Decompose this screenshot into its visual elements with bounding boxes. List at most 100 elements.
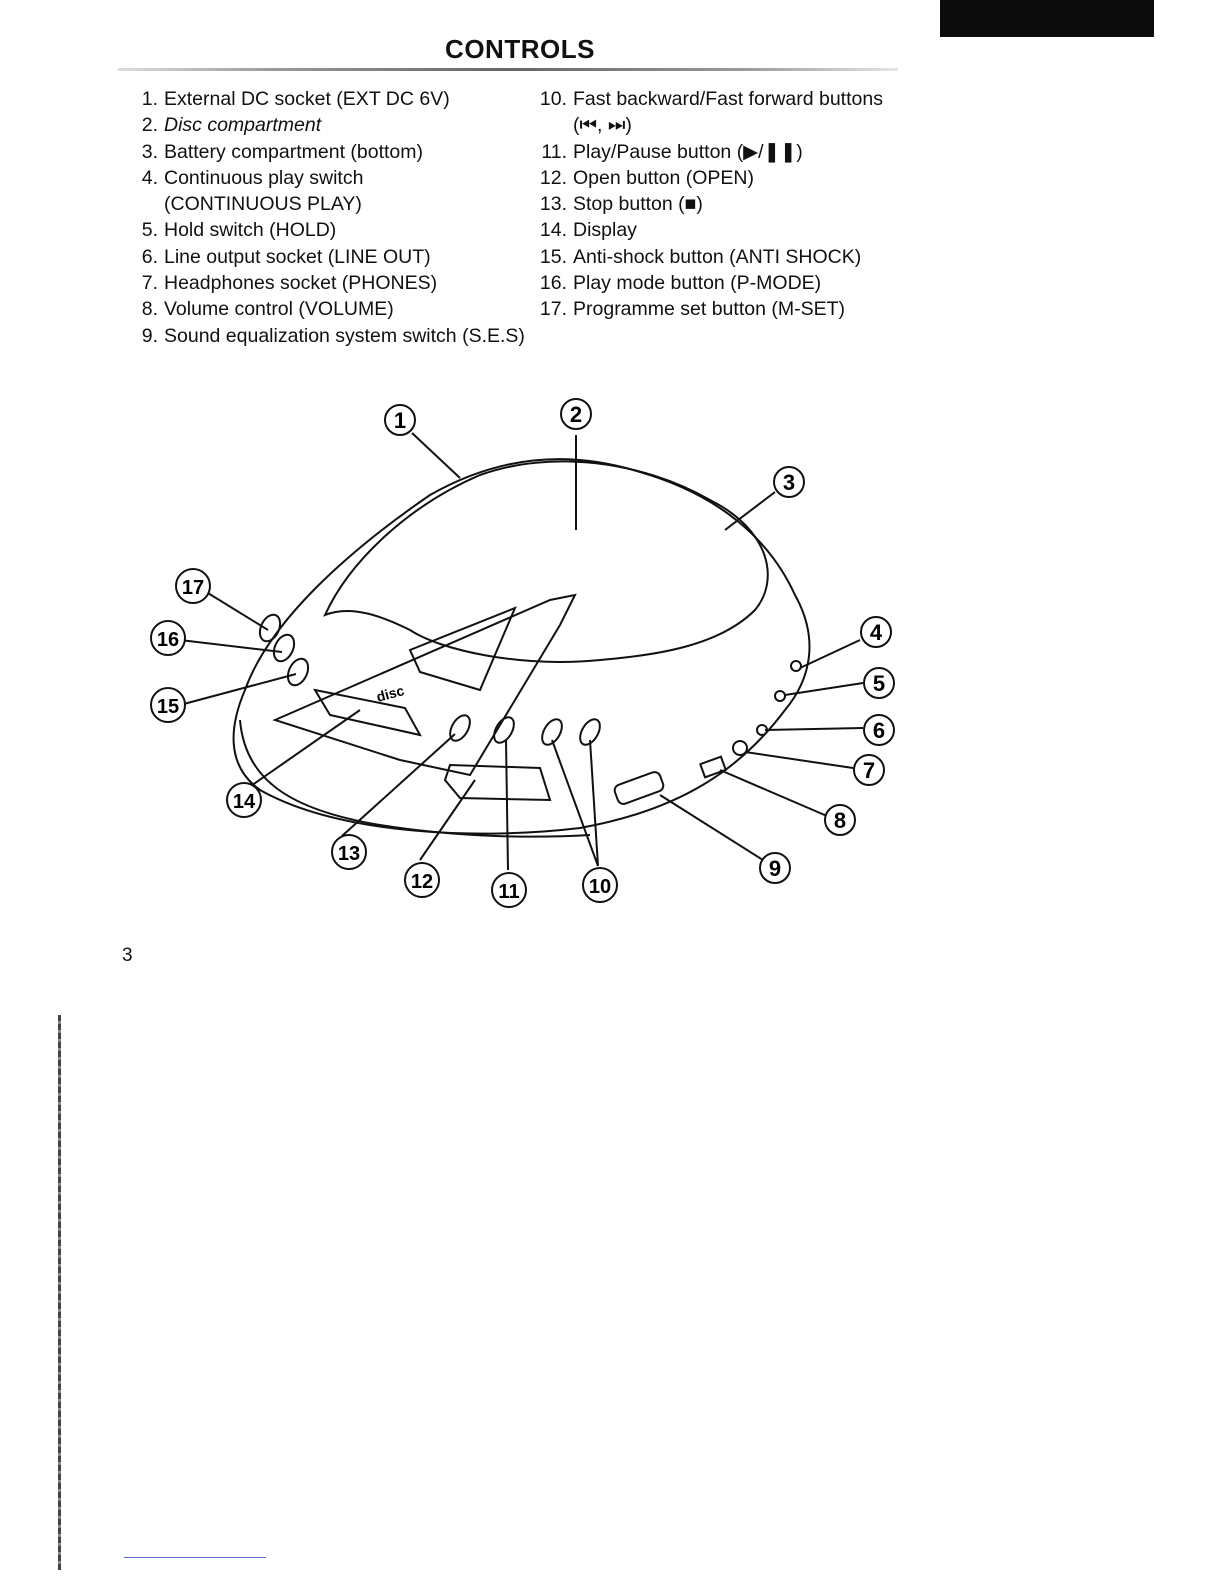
list-item: 7.Headphones socket (PHONES) <box>130 270 525 296</box>
disc-logo: disc <box>375 682 406 705</box>
item-number: 16. <box>539 272 567 295</box>
svg-text:8: 8 <box>834 808 846 833</box>
item-label: Programme set button (M-SET) <box>573 298 845 321</box>
disc-lid <box>323 460 769 663</box>
controls-list-left: 1. External DC socket (EXT DC 6V) 2. Disc … <box>130 86 525 349</box>
list-item: 10. Fast backward/Fast forward buttons (⏮… <box>535 86 955 139</box>
item-label: Fast backward/Fast forward buttons (⏮, ⏭… <box>573 88 883 137</box>
item-label: Display <box>573 219 637 242</box>
black-edge-tab <box>940 0 1154 37</box>
callout-6: 6 <box>863 714 895 746</box>
item-label: Play/Pause button (▶/❚❚) <box>573 140 803 163</box>
item-label: External DC socket (EXT DC 6V) <box>164 88 450 110</box>
controls-list-right: 10. Fast backward/Fast forward buttons (⏮… <box>535 86 955 323</box>
stop-button <box>449 714 471 742</box>
item-number: 5. <box>141 219 158 242</box>
page-number: 3 <box>122 945 133 966</box>
item-number: 14. <box>539 219 567 242</box>
pmode-button <box>272 633 296 663</box>
scan-edge-line <box>58 1015 61 1570</box>
next-button <box>579 718 601 746</box>
item-number: 10. <box>539 88 567 110</box>
item-number: 3. <box>141 140 158 163</box>
svg-text:16: 16 <box>157 629 179 651</box>
callout-1: 1 <box>384 404 416 436</box>
page-title: CONTROLS <box>445 34 595 64</box>
item-number: 11. <box>541 140 567 163</box>
list-item: 5. Hold switch (HOLD) <box>130 217 525 243</box>
item-number: 12. <box>539 166 567 189</box>
item-number: 4. <box>141 166 158 189</box>
callout-3: 3 <box>773 466 805 498</box>
svg-text:9: 9 <box>769 856 781 881</box>
item-label: Sound equalization system switch (S.E.S) <box>164 324 525 347</box>
item-number: 1. <box>141 88 158 110</box>
prev-button <box>541 718 563 746</box>
callout-5: 5 <box>863 667 895 699</box>
item-label: Hold switch (HOLD) <box>164 219 337 242</box>
play-button <box>493 716 515 744</box>
svg-text:12: 12 <box>411 871 433 893</box>
item-label: Stop button (■) <box>573 193 703 216</box>
player-body <box>232 458 811 835</box>
item-label: Disc compartment <box>164 114 322 137</box>
list-item: 4.Continuous play switch (CONTINUOUS PLA… <box>130 165 525 218</box>
item-label: Play mode button (P-MODE) <box>573 272 822 295</box>
svg-text:10: 10 <box>589 876 611 898</box>
callout-12: 12 <box>404 862 440 898</box>
continuous-switch <box>790 660 802 672</box>
item-number: 13. <box>539 193 567 216</box>
list-item: 14. Display <box>535 217 955 243</box>
mset-button <box>258 613 282 643</box>
display-window-top <box>408 606 517 692</box>
svg-text:1: 1 <box>394 408 406 433</box>
svg-text:14: 14 <box>233 791 256 813</box>
callout-13: 13 <box>331 834 367 870</box>
list-item: 12. Open button (OPEN) <box>535 165 955 191</box>
callout-16: 16 <box>150 620 186 656</box>
list-item: 2. Disc compartment <box>130 112 525 138</box>
phones-socket <box>732 740 748 756</box>
callout-7: 7 <box>853 754 885 786</box>
list-item: 15.Anti-shock button (ANTI SHOCK) <box>535 244 955 270</box>
svg-text:6: 6 <box>873 718 885 743</box>
svg-text:11: 11 <box>498 881 519 903</box>
callout-4: 4 <box>860 616 892 648</box>
callout-14: 14 <box>226 782 262 818</box>
ses-switch <box>613 771 665 805</box>
hold-switch <box>774 690 786 702</box>
list-item: 8.Volume control (VOLUME) <box>130 296 525 322</box>
volume-control <box>698 755 728 779</box>
list-item: 17. Programme set button (M-SET) <box>535 296 955 322</box>
list-item: 1. External DC socket (EXT DC 6V) <box>130 86 525 112</box>
title-rule <box>118 68 898 71</box>
item-label: Battery compartment (bottom) <box>164 140 424 163</box>
display-wedge <box>272 593 577 777</box>
svg-text:15: 15 <box>157 696 179 718</box>
antishock-button <box>286 657 310 687</box>
item-label: Line output socket (LINE OUT) <box>164 245 431 268</box>
item-number: 6. <box>141 245 158 268</box>
item-label: Open button (OPEN) <box>573 166 755 189</box>
list-item: 11. Play/Pause button (▶/❚❚) <box>535 139 955 165</box>
list-item: 13. Stop button (■) <box>535 191 955 217</box>
item-label: Volume control (VOLUME) <box>164 298 394 321</box>
callout-15: 15 <box>150 687 186 723</box>
list-item: 9. Sound equalization system switch (S.E.… <box>130 323 525 349</box>
footer-rule <box>124 1557 266 1558</box>
item-number: 7. <box>141 272 158 295</box>
callout-9: 9 <box>759 852 791 884</box>
callout-8: 8 <box>824 804 856 836</box>
svg-text:3: 3 <box>783 470 795 495</box>
item-number: 9. <box>141 324 158 347</box>
item-number: 17. <box>539 298 567 321</box>
svg-text:2: 2 <box>570 402 582 427</box>
svg-text:7: 7 <box>863 758 875 783</box>
list-item: 3. Battery compartment (bottom) <box>130 139 525 165</box>
display-window-bottom <box>312 688 422 737</box>
svg-text:4: 4 <box>870 620 883 645</box>
item-number: 2. <box>141 114 158 137</box>
svg-text:17: 17 <box>182 577 204 599</box>
list-item: 16. Play mode button (P-MODE) <box>535 270 955 296</box>
callout-10: 10 <box>582 867 618 903</box>
